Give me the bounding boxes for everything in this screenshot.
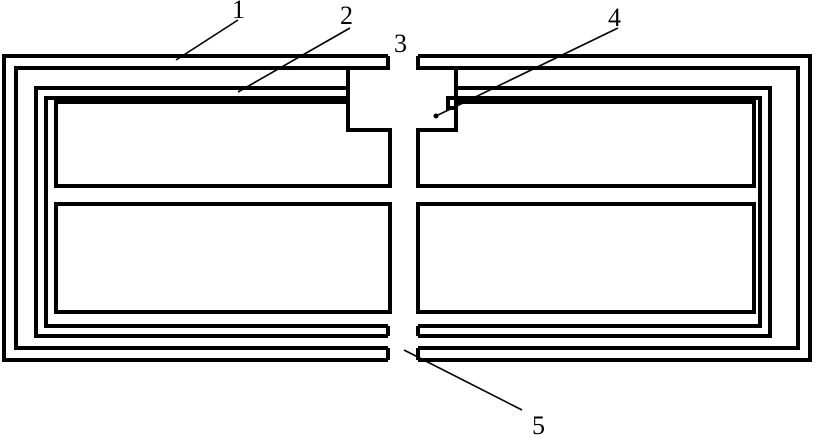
middle-trace-left-inner	[44, 96, 388, 328]
outer-trace-right-outer	[418, 54, 812, 362]
outer-trace-left-inner	[14, 66, 388, 350]
label-3: 3	[394, 29, 407, 58]
feed-pad-left-edge	[346, 56, 390, 130]
middle-trace	[34, 86, 772, 338]
cell-top-left	[54, 100, 392, 188]
cell-top-right	[416, 100, 756, 188]
feed-pad-right-edge	[416, 56, 458, 130]
leaders	[175, 19, 619, 411]
leader-4	[435, 27, 619, 117]
label-5: 5	[532, 411, 545, 437]
leader-2	[237, 27, 351, 93]
middle-trace-right-inner	[418, 96, 762, 328]
label-1: 1	[232, 0, 245, 24]
inner-cells	[54, 100, 756, 314]
cell-bottom-left	[54, 202, 392, 314]
middle-trace-left-outer	[34, 86, 388, 338]
outer-trace-left-outer	[2, 54, 388, 362]
outer-trace	[2, 54, 812, 362]
leader-1	[175, 19, 239, 61]
label-2: 2	[340, 1, 353, 30]
leader-4-dot	[433, 113, 439, 119]
leader-5	[403, 349, 523, 411]
outer-trace-right-inner	[418, 66, 800, 350]
feed-pad	[346, 56, 458, 130]
label-4: 4	[608, 3, 621, 32]
cell-bottom-right	[416, 202, 756, 314]
middle-trace-right-outer	[418, 86, 772, 338]
